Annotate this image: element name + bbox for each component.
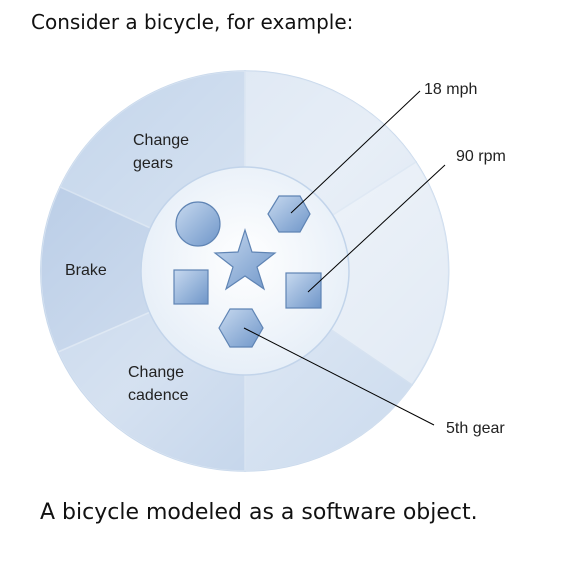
label-cadence: 90 rpm — [456, 148, 506, 165]
label-speed: 18 mph — [424, 81, 477, 98]
label-gear: 5th gear — [446, 420, 505, 437]
label-brake: Brake — [65, 262, 107, 279]
leader-cadence — [307, 164, 446, 293]
star-symbol — [213, 228, 277, 291]
label-change-cadence-line2: cadence — [128, 387, 189, 404]
square-symbol-left — [173, 269, 209, 305]
label-change-cadence-line1: Change — [128, 364, 184, 381]
circle-symbol — [175, 201, 221, 247]
square-symbol-right — [285, 272, 322, 309]
leader-gear — [243, 327, 435, 426]
bicycle-object-diagram: Change gears Brake Change cadence 18 mph… — [40, 70, 506, 472]
label-change-gears-line1: Change — [133, 132, 189, 149]
field-symbols — [173, 195, 322, 348]
intro-text: Consider a bicycle, for example: — [31, 10, 354, 34]
label-change-gears-line2: gears — [133, 155, 173, 172]
hexagon-symbol-bottom — [218, 308, 264, 348]
leader-lines — [243, 90, 446, 426]
figure-caption: A bicycle modeled as a software object. — [40, 500, 478, 525]
leader-speed — [290, 90, 421, 214]
